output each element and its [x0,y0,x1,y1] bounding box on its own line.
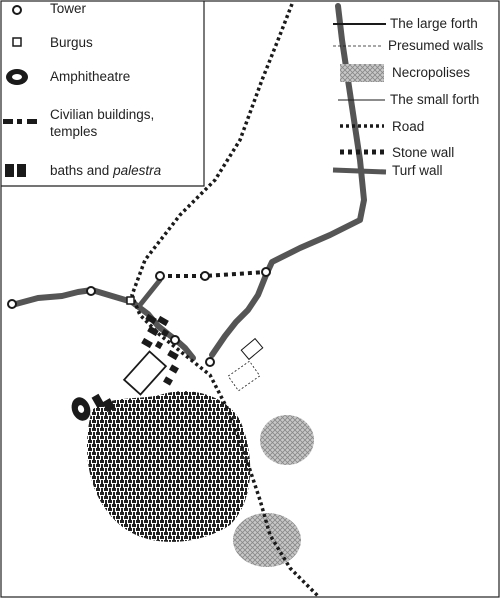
legend-tower-label: Tower [50,1,87,16]
legend-burgus-label: Burgus [50,35,93,50]
towers [7,267,271,367]
settlement-area [87,391,251,542]
legend-small-forth-label: The small forth [390,92,479,107]
legend-amphitheatre-label: Amphitheatre [50,69,130,84]
baths-map [91,393,116,413]
necropolis-2 [233,513,301,567]
legend-baths-symbol [5,164,26,177]
legend-stone-wall-label: Stone wall [392,145,454,160]
turf-wall-west-link [137,277,163,308]
legend-civilian-label-2: temples [50,124,98,139]
small-forth [240,337,264,361]
legend-box-border [1,1,205,187]
presumed-walls [227,360,261,392]
legend-necropolis-symbol [340,64,384,82]
legend-turf-wall-symbol [332,167,387,175]
legend-turf-wall-label: Turf wall [392,163,443,178]
road [130,3,320,598]
legend-burgus-symbol [12,37,22,47]
legend-civilian-symbol [3,119,37,124]
legend-civilian-label-1: Civilian buildings, [50,107,154,122]
turf-wall-north [209,3,367,358]
legend-large-forth-label: The large forth [390,16,478,31]
burgus-map [126,296,135,305]
large-forth [122,350,168,396]
legend-amphitheatre-icon [6,69,28,85]
amphitheatre-map [71,397,91,421]
legend-necropolis-label: Necropolises [392,65,470,80]
legend-baths-label: baths and palestra [50,163,162,178]
necropolis-1 [260,415,314,465]
legend-road-label: Road [392,119,424,134]
legend-tower-symbol [12,5,22,15]
civilian-buildings [141,313,179,386]
legend-presumed-walls-label: Presumed walls [388,38,484,53]
stone-wall [160,270,267,278]
